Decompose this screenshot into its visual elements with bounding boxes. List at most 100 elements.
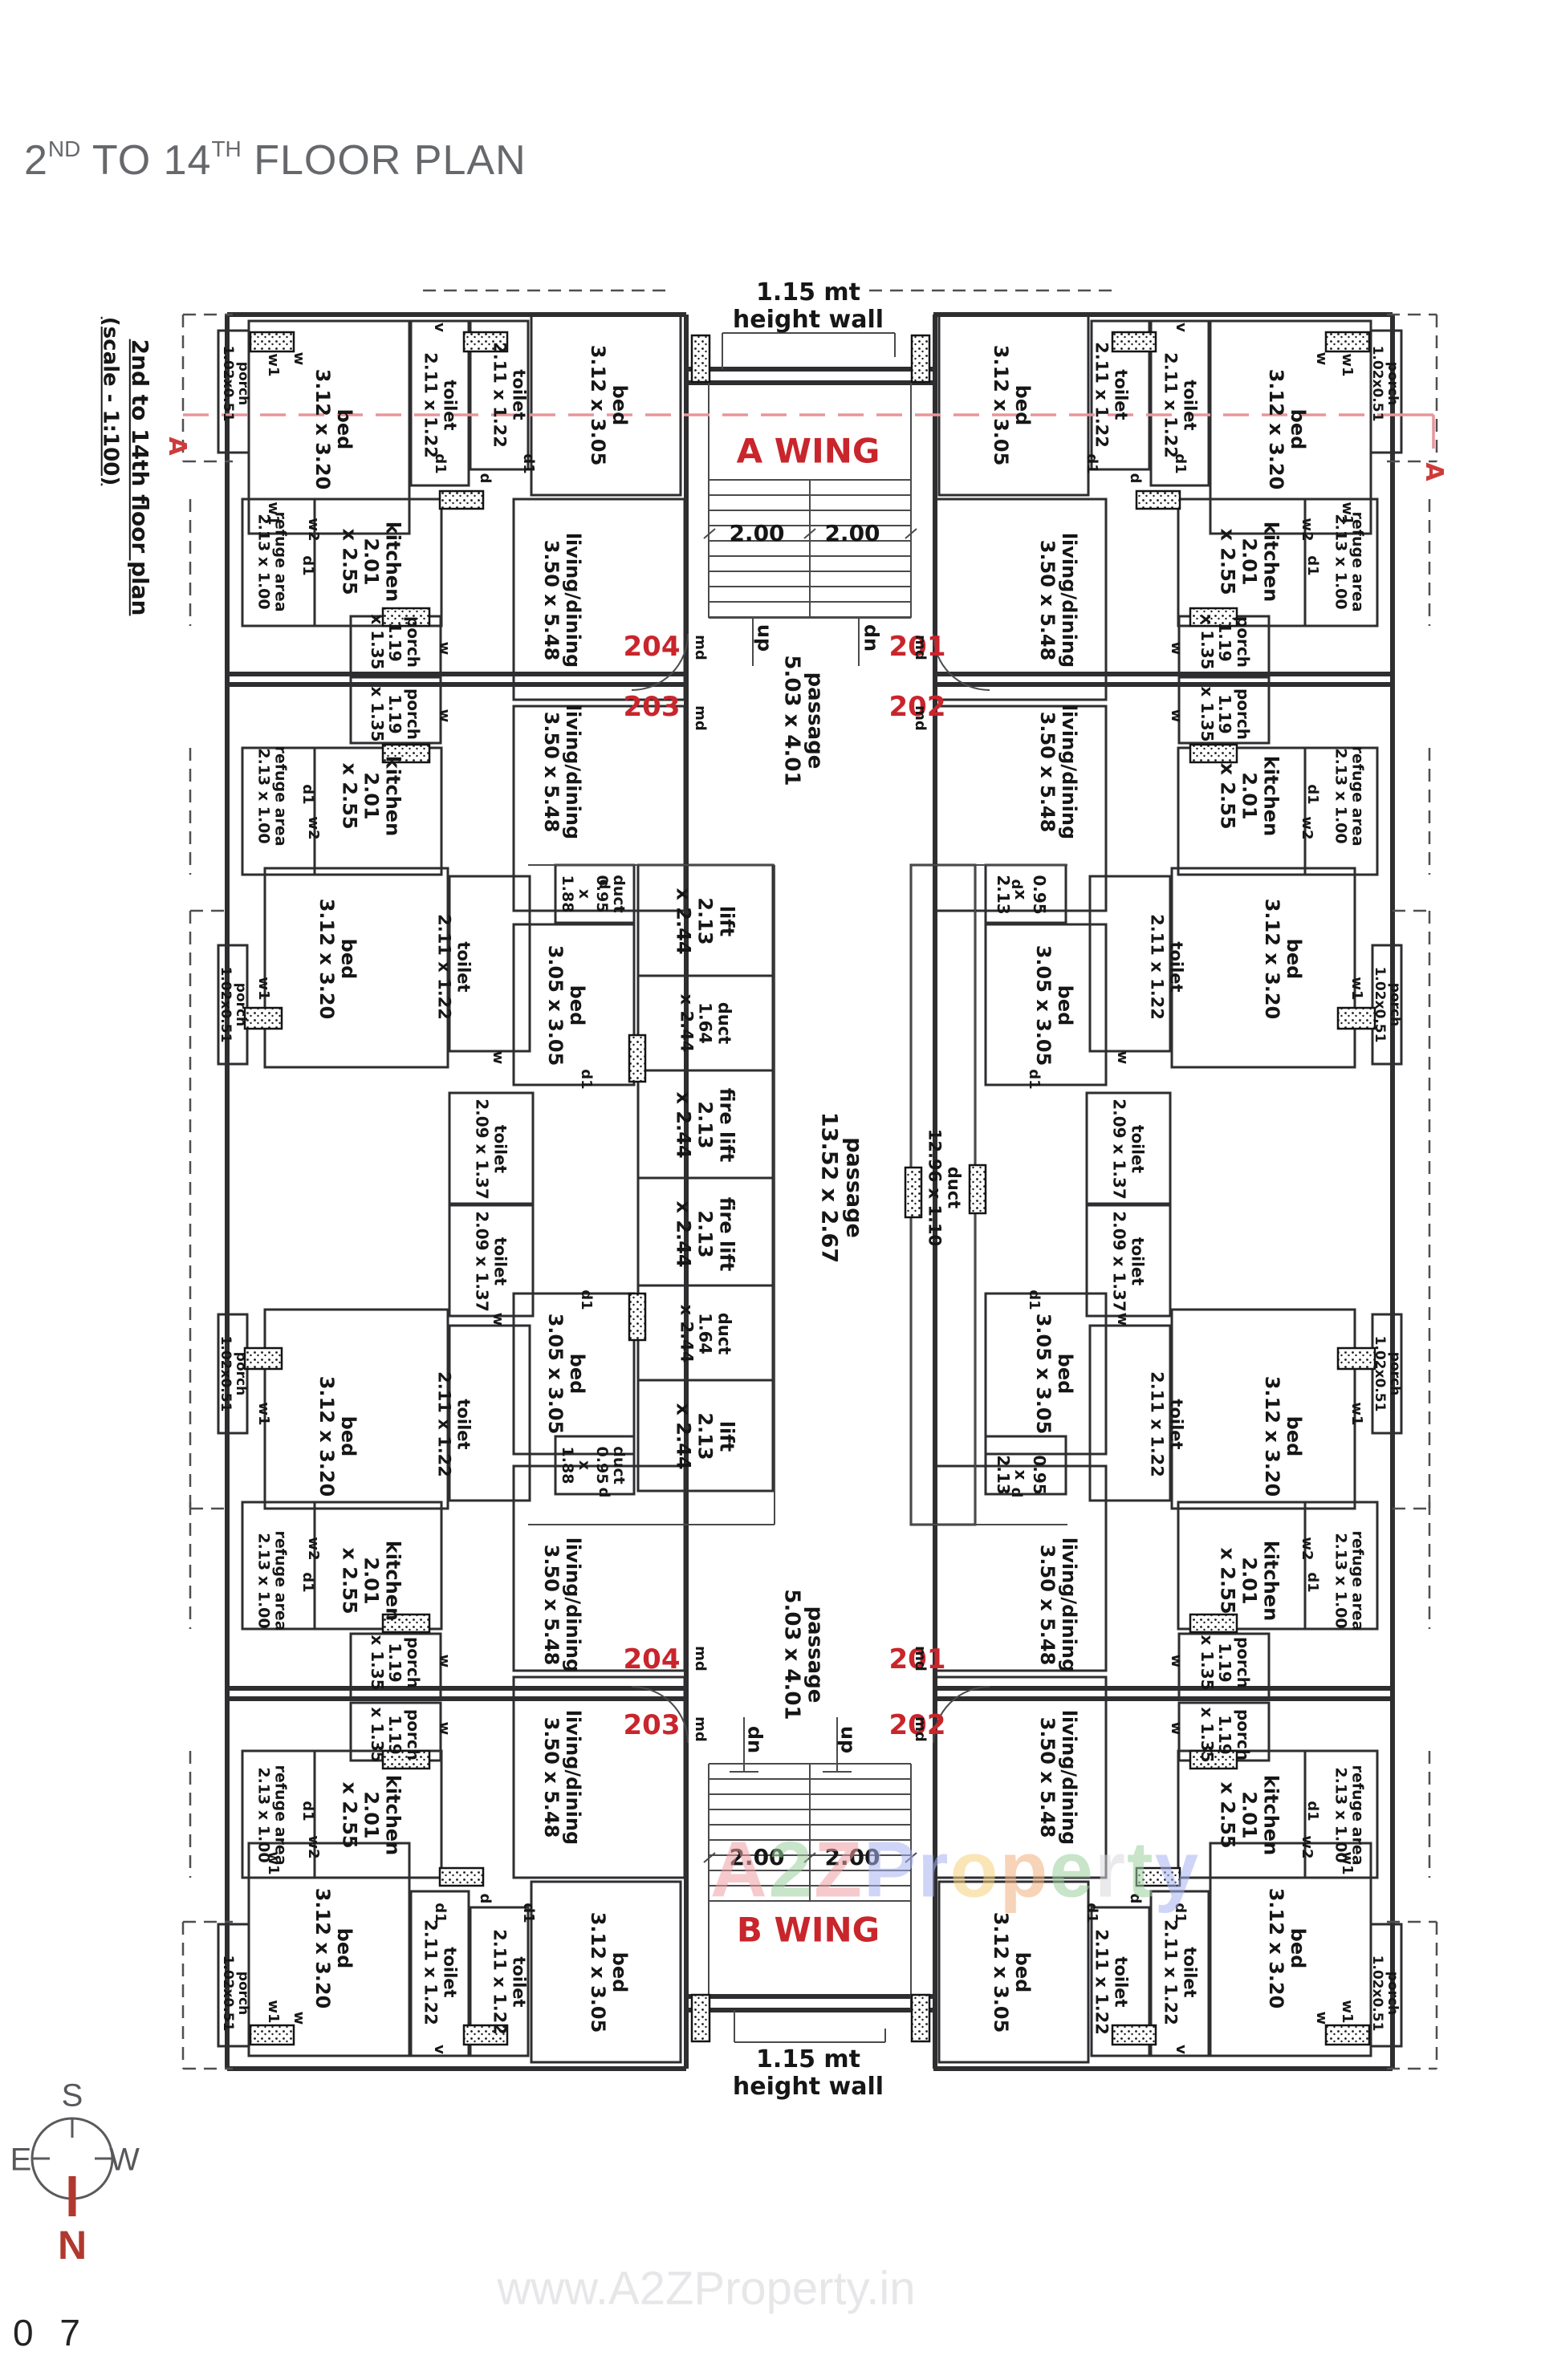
plan-label: w — [1168, 1654, 1185, 1668]
plan-label: d — [477, 1893, 494, 1904]
unit-number: 201 — [888, 1643, 946, 1675]
plan-label: toilet 2.11 x 1.22 — [421, 352, 460, 458]
plan-label: toilet 2.11 x 1.22 — [1092, 342, 1131, 448]
plan-label: d1 — [432, 453, 449, 474]
plan-label: w — [1168, 1721, 1185, 1736]
plan-label: toilet 2.11 x 1.22 — [490, 1929, 529, 2035]
plan-label: d — [596, 879, 613, 890]
unit-number: 202 — [888, 1708, 946, 1741]
plan-label: porch 1.19 x 1.35 — [367, 686, 423, 742]
plan-label: v — [431, 323, 449, 332]
compass-east-label: E — [10, 2142, 32, 2178]
plan-label: d1 — [1304, 1572, 1322, 1593]
plan-label: toilet 2.11 x 1.22 — [1161, 1919, 1200, 2025]
plan-label: w — [436, 641, 453, 656]
plan-label: passage 5.03 x 4.01 — [779, 1589, 827, 1720]
watermark-letter: p — [999, 1825, 1050, 1914]
plan-label: kitchen 2.01 x 2.55 — [1216, 521, 1283, 603]
plan-label: w1 — [1339, 2000, 1356, 2024]
plan-label: porch 1.02x0.51 — [220, 1955, 252, 2032]
plan-label: kitchen 2.01 x 2.55 — [1216, 1774, 1283, 1856]
plan-label: d1 — [1304, 555, 1322, 576]
plan-label: bed 3.12 x 3.05 — [587, 344, 632, 466]
plan-label: toilet 2.11 x 1.22 — [435, 914, 474, 1020]
plan-label: w2 — [1299, 816, 1316, 840]
plan-label: toilet 2.11 x 1.22 — [421, 1919, 460, 2025]
plan-label: porch 1.19 x 1.35 — [1197, 1707, 1253, 1763]
watermark-letter: P — [864, 1825, 918, 1914]
watermark-url: www.A2ZProperty.in — [497, 2262, 916, 2315]
plan-label: refuge area 2.13 x 1.00 — [1332, 1530, 1367, 1631]
plan-label: living/dining 3.50 x 5.48 — [1036, 1537, 1081, 1673]
plan-label: w1 — [265, 502, 283, 526]
plan-label: w1 — [265, 353, 283, 377]
plan-label: bed 3.12 x 3.05 — [990, 1911, 1035, 2033]
plan-label: bed 3.12 x 3.20 — [315, 898, 360, 1020]
a-wing-title: A WING — [736, 431, 880, 471]
plan-label: bed 3.12 x 3.20 — [1261, 898, 1306, 1020]
plan-label: md — [692, 1646, 710, 1671]
plan-label: toilet 2.09 x 1.37 — [473, 1211, 510, 1312]
watermark-letter: o — [949, 1825, 1000, 1914]
plan-label: w — [1313, 2011, 1331, 2025]
plan-label: kitchen 2.01 x 2.55 — [1216, 1540, 1283, 1622]
plan-label: w — [1114, 1050, 1132, 1065]
plan-label: porch 1.02x0.51 — [1369, 345, 1401, 422]
plan-label: d1 — [432, 1903, 449, 1923]
plan-label: lift 2.13 x 2.44 — [672, 887, 738, 955]
plan-label: 1.15 mt height wall — [732, 2045, 884, 2101]
plan-label: w — [1114, 1312, 1132, 1326]
plan-label: w1 — [265, 1851, 283, 1875]
plan-label: kitchen 2.01 x 2.55 — [338, 1540, 405, 1622]
plan-label: living/dining 3.50 x 5.48 — [540, 532, 585, 668]
plan-label: md — [692, 705, 710, 731]
plan-label: toilet 2.11 x 1.22 — [435, 1371, 474, 1477]
plan-label: 2.00 — [729, 1844, 785, 1871]
watermark-letter: r — [1094, 1825, 1127, 1914]
plan-label: w2 — [305, 1537, 323, 1561]
plan-label: w1 — [1348, 977, 1366, 1001]
plan-label: d — [1008, 879, 1026, 890]
plan-label: bed 3.12 x 3.20 — [315, 1375, 360, 1497]
plan-label: w1 — [1339, 353, 1356, 377]
plan-label: living/dining 3.50 x 5.48 — [540, 1709, 585, 1846]
plan-label: 2nd to 14th floor plan — [126, 339, 153, 616]
plan-label: toilet 2.09 x 1.37 — [1110, 1211, 1148, 1312]
plan-label: w — [291, 351, 308, 366]
plan-label: d1 — [299, 784, 317, 805]
plan-label: toilet 2.09 x 1.37 — [1110, 1099, 1148, 1200]
plan-label: porch 1.19 x 1.35 — [367, 614, 423, 670]
plan-label: porch 1.02x0.51 — [1372, 1335, 1404, 1412]
plan-label: toilet 2.11 x 1.22 — [490, 342, 529, 448]
watermark-letter: e — [1049, 1825, 1095, 1914]
plan-label: toilet 2.09 x 1.37 — [473, 1099, 510, 1200]
plan-label: bed 3.12 x 3.05 — [587, 1911, 632, 2033]
plan-label: refuge area 2.13 x 1.00 — [1332, 745, 1367, 847]
plan-label: porch 1.19 x 1.35 — [367, 1635, 423, 1691]
plan-label: d1 — [520, 1903, 538, 1923]
plan-label: w — [436, 1654, 453, 1668]
plan-label: d1 — [1084, 453, 1101, 474]
plan-label: w — [490, 1312, 507, 1326]
compass-north-label: N — [57, 2223, 87, 2268]
plan-label: porch 1.19 x 1.35 — [1197, 614, 1253, 670]
plan-label: living/dining 3.50 x 5.48 — [540, 1537, 585, 1673]
plan-label: toilet 2.11 x 1.22 — [1148, 914, 1186, 1020]
plan-label: md — [912, 705, 929, 731]
plan-label: dn — [743, 1725, 766, 1754]
plan-label: w2 — [1299, 1835, 1316, 1859]
plan-label: kitchen 2.01 x 2.55 — [338, 1774, 405, 1856]
plan-label: refuge area 2.13 x 1.00 — [254, 1765, 290, 1866]
plan-label: refuge area 2.13 x 1.00 — [1332, 511, 1367, 612]
unit-number: 204 — [623, 630, 681, 663]
plan-label: w — [1313, 351, 1331, 366]
plan-label: d1 — [299, 1572, 317, 1593]
plan-label: d — [596, 1487, 613, 1498]
plan-label: d — [1008, 1487, 1026, 1498]
watermark-letter: Z — [814, 1825, 864, 1914]
plan-label: duct 0.95 x 1.88 — [558, 875, 628, 913]
plan-label: toilet 2.11 x 1.22 — [1148, 1371, 1186, 1477]
